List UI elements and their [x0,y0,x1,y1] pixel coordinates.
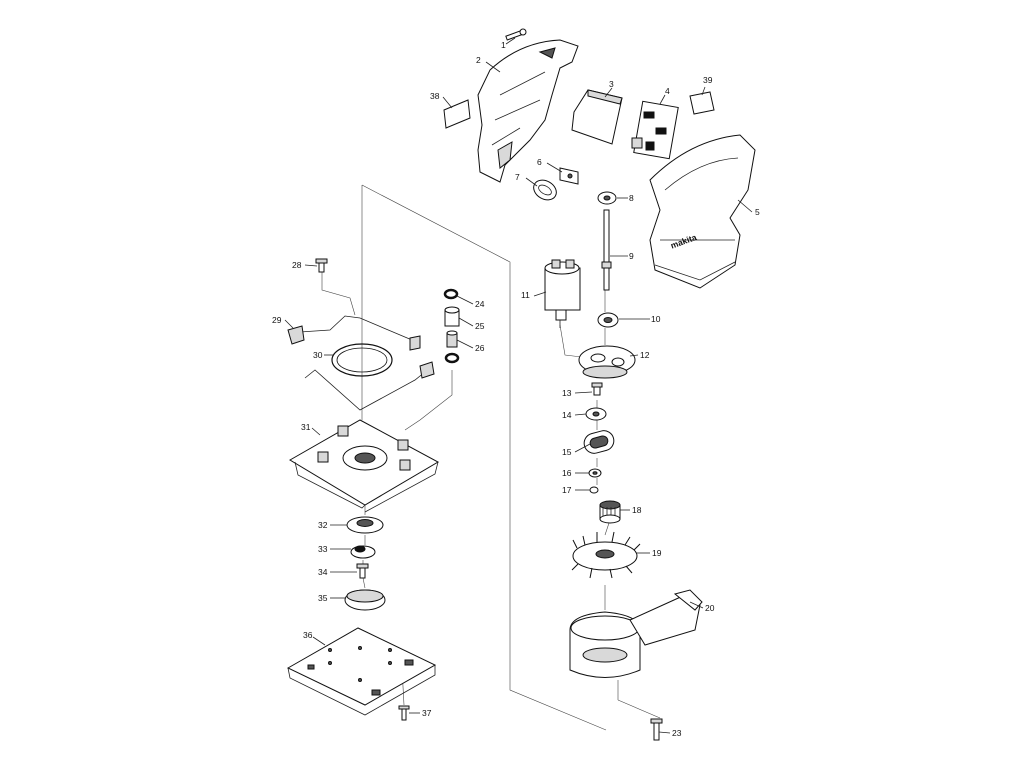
part-number-11: 11 [521,290,530,300]
part-number-36: 36 [303,630,313,640]
part-number-2: 2 [476,55,481,65]
pulley-part-14 [585,407,607,421]
part-number-4: 4 [665,86,670,96]
part-number-30: 30 [313,350,323,360]
part-number-28: 28 [292,260,302,270]
bushing-part-26 [446,330,458,348]
part-number-13: 13 [562,388,572,398]
screw-part-37 [398,705,410,721]
bearing-part-10 [597,312,619,328]
screw-part-23 [650,718,663,741]
main-housing-part-5: makita [649,134,756,289]
bearing-part-32 [346,516,384,534]
part-number-5: 5 [755,207,760,217]
part-number-25: 25 [475,321,485,331]
handle-housing-part-2 [477,39,579,183]
eccentric-part-33 [350,545,376,559]
gear-part-18 [599,500,621,524]
ring-part-17 [589,486,599,494]
part-number-29: 29 [272,315,282,325]
screw-part-13 [591,382,603,396]
part-number-24: 24 [475,299,485,309]
part-number-38: 38 [430,91,440,101]
screw-part-28 [315,258,328,273]
leader-lines [284,37,753,734]
base-plate-part-31 [289,419,440,513]
part-number-8: 8 [629,193,634,203]
part-number-34: 34 [318,567,328,577]
part-number-10: 10 [651,314,661,324]
part-number-32: 32 [318,520,328,530]
part-number-39: 39 [703,75,713,85]
label-part-39 [689,91,715,115]
o-ring-part-24 [443,288,459,300]
belt-part-15 [583,430,615,454]
part-number-20: 20 [705,603,715,613]
motor-part-11 [544,259,581,328]
cover-part-3 [571,89,623,145]
assembly-reference-lines [321,184,661,731]
base-housing-part-20 [569,589,703,678]
sleeve-part-25 [444,306,460,327]
ring-part-30 [331,343,393,377]
part-number-1: 1 [501,40,506,50]
part-number-7: 7 [515,172,520,182]
switch-part-4 [631,100,679,160]
wire-lower [304,361,435,411]
gasket-part-7 [533,179,557,201]
part-number-37: 37 [422,708,432,718]
fan-part-19 [571,531,641,579]
part-number-31: 31 [301,422,311,432]
part-number-16: 16 [562,468,572,478]
plate-part-6 [559,167,579,185]
wire-part-29 [287,315,421,351]
pad-part-36 [286,627,437,716]
part-number-26: 26 [475,343,485,353]
part-number-19: 19 [652,548,662,558]
screw-part-34 [356,563,369,579]
part-number-15: 15 [562,447,572,457]
label-part-38 [443,99,471,129]
o-ring-lower [444,352,460,364]
part-number-35: 35 [318,593,328,603]
cap-part-35 [344,589,386,611]
part-number-18: 18 [632,505,642,515]
part-number-3: 3 [609,79,614,89]
part-number-9: 9 [629,251,634,261]
part-number-33: 33 [318,544,328,554]
bearing-part-8 [597,191,617,205]
part-number-23: 23 [672,728,682,738]
screw-part-1 [505,28,527,41]
part-number-12: 12 [640,350,650,360]
part-number-14: 14 [562,410,572,420]
bracket-part-12 [578,345,636,379]
part-number-labels: 1 2 3 4 5 6 7 8 9 10 11 12 13 14 15 16 1… [272,40,760,738]
part-number-6: 6 [537,157,542,167]
part-number-17: 17 [562,485,572,495]
washer-part-16 [588,468,602,478]
shaft-part-9 [601,209,612,291]
